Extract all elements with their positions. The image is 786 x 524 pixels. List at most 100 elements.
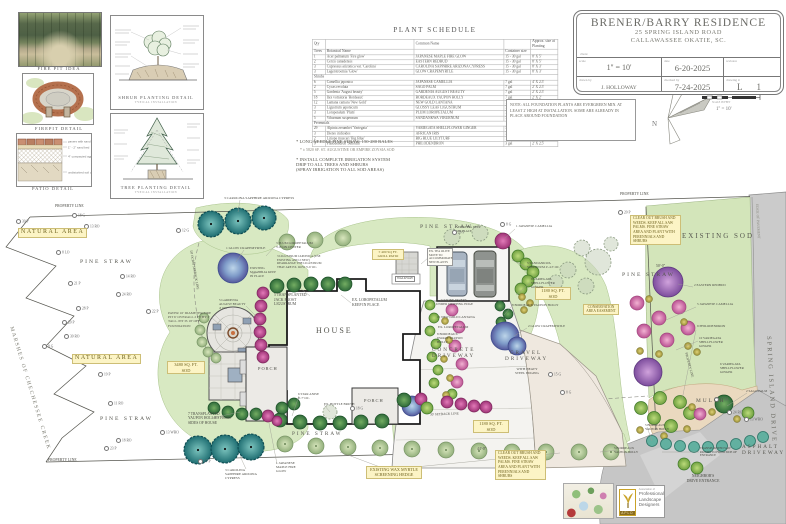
col-common: Common Name: [413, 39, 505, 50]
patio-layer-2: 1" - 2" sand bed: [68, 146, 90, 150]
cypress-label: 3 CAROLINA SAPPHIRE ARIZONA CYPRESS: [225, 468, 257, 481]
patio-table: [227, 367, 243, 383]
note-sod: * ± 5820 SF. ST. AUGUSTINE OR EMPIRE ZOY…: [300, 148, 395, 152]
japanese-maple-label: 1 JAPANESE MAPLE FIRE GLOW: [276, 461, 296, 474]
col-qty: Qty: [312, 39, 326, 50]
gravel-driveway-label: GRAVEL DRIVEWAY: [505, 350, 549, 363]
plant-schedule-title: PLANT SCHEDULE: [393, 26, 477, 34]
patio-detail-caption: PATIO DETAIL: [32, 186, 74, 191]
jack-frost-label: 5 TRANSPLANTED JACK FROST LIGUSTRUM: [274, 293, 307, 307]
fire-pit-photo: [18, 12, 102, 67]
apld-abbr: APLD: [620, 511, 635, 515]
clear-brush-note: CLEAR OUT BRUSH AND WEEDS. KEEP ALL SAW …: [630, 215, 681, 245]
patio-detail-drawing: pavers with sand swept joints 1" - 2" sa…: [17, 138, 91, 182]
ligustrum-note-label: 3 LIGUSTRUM JAPONICA (USE EXISTING AND 2…: [277, 254, 322, 270]
east-property-bed-symbols: [629, 266, 701, 440]
bordeaux-5-label: 5 BORDEAUX YAUPON HOLLY: [645, 423, 670, 431]
philodendron-label: 9 PHILODENDRON: [697, 324, 726, 328]
camellia-5-label: 5 JAPANESE CAMELLIA: [697, 302, 734, 306]
east-bed-symbols: [424, 299, 469, 400]
property-line-label: PROPERTY LINE: [55, 204, 84, 208]
ex-loropetalum-label: EX. LOROPETALUM: [438, 325, 469, 329]
tree-detail-caption: TREE PLANTING DETAIL: [120, 185, 192, 190]
shrub-detail-sub: TYPICAL INSTALLATION: [134, 101, 178, 104]
yaupon-transplant-label: 7 TRANSPLANTED YAUPON HOLLIES FROM SIDES…: [188, 412, 231, 425]
viburnum-ginger-bed-symbols: [494, 249, 540, 328]
tree-detail-sub: TYPICAL INSTALLATION: [134, 191, 178, 194]
fire-pit-note: PAVER 16' DIAMETER FIRE PIT 6' OVERALL 2…: [168, 311, 212, 328]
tree-detail-drawing: [114, 117, 200, 180]
north-label: N: [652, 120, 658, 128]
star-anise-label: 6 STAR ANISE 6'-7' OC.: [298, 392, 319, 400]
fire-pit-photo-caption: FIRE PIT IDEA: [37, 66, 81, 71]
sod-3480-label: 3480 SQ. FT. SOD: [167, 361, 205, 374]
col-container: Container size: [503, 48, 531, 55]
camellia-1-label: 1 JAPANESE CAMELLIA: [516, 224, 553, 228]
crapemyrtle-2-label: 2 GLOW CRAPEMYRTLE: [528, 324, 566, 328]
shrub-detail-drawing: [115, 25, 199, 81]
property-line-label: PROPERTY LINE: [48, 458, 77, 462]
note-pine-straw: * LONG NEEDLE PINE STRAW: 150-280 BALES: [296, 139, 393, 144]
ginger-9-label: 9 VARIEGATA SHELLFLOWER GINGER: [531, 277, 555, 289]
stone-pavers-label: 4 - 2' STONE PAVERS UNDER DRIPPING EDGE: [436, 298, 473, 306]
project-city: CALLAWASSEE OKATIE, SC.: [630, 36, 727, 44]
neighbors-entrance-label: NEIGHBOR'S DRIVE ENTRANCE: [686, 474, 720, 483]
gravel-edging-label: WITH HEAVY STEEL EDGING: [515, 367, 539, 376]
dimension-50: 50'-0": [656, 264, 666, 268]
tea-olive-note: EX. TEA OLIVE MOVE TO ACCOMMODATE NEW PL…: [427, 248, 453, 267]
sod-1180-label: 1180 SQ. FT. SOD: [473, 420, 509, 433]
pine-straw-label: PINE STRAW: [622, 272, 675, 278]
porch-label: PORCH: [364, 398, 384, 403]
asphalt-driveway-label: ASPHALT DRIVEWAY: [742, 444, 786, 457]
parking-pad: [436, 246, 510, 302]
foundation-note: NOTE: ALL FOUNDATION PLANTS ARE EVERGREE…: [506, 99, 636, 141]
apld-emblem-icon: APLD: [619, 489, 636, 516]
shrub-detail-box: [110, 15, 204, 110]
col-size: Approx. size at Planting: [530, 39, 559, 50]
sago-palm-label: 2 SAGO PALM: [746, 389, 768, 393]
patio-layer-1: pavers with sand swept joints: [68, 140, 91, 144]
gardenia-label: 5 GARDENIA AUGUST BEAUTY 4' OC.: [219, 298, 246, 310]
property-line-label: PROPERTY LINE: [620, 192, 649, 196]
porch-label: PORCH: [258, 366, 278, 371]
revision-cell: revision: [724, 58, 780, 77]
patio-layer-3: 4" compacted aggregate: [68, 155, 91, 159]
natural-area-label: NATURAL AREA: [18, 228, 88, 238]
existing-magnolia-label: EXISTING MAGNOLIA KEEP IN PLACE: [250, 266, 276, 278]
wax-myrtle-label: EXISTING WAX MYRTLE SCREENING HEDGE: [366, 466, 422, 479]
star-anise-row-symbols: [272, 412, 390, 431]
cypress-label: 3 CAROLINA SAPPHIRE ARIZONA CYPRESS: [224, 196, 295, 200]
natural-area-label: NATURAL AREA: [72, 354, 142, 364]
screening-hedge-symbols: [276, 435, 620, 461]
lantana-label: 12 NEW GOLD LANTANA: [437, 315, 476, 319]
walkway-label: WALKWAY: [395, 276, 416, 282]
apld-line: Landscape: [638, 496, 662, 502]
scale-bar: [702, 95, 761, 100]
note-irrigation: * INSTALL COMPLETE IRRIGATION SYSTEM DRI…: [296, 157, 391, 172]
dimension-44: 44'-0": [477, 447, 487, 451]
apld-line: Designers: [638, 502, 660, 508]
pine-straw-label: PINE STRAW: [100, 416, 153, 422]
loropetalum-west-symbols: [253, 286, 283, 427]
mini-plan-thumbnail: [563, 483, 614, 519]
bordeaux-dwarf-label: 8 BORDEAUX DWARF YAUPON HOLLY: [437, 332, 463, 344]
concrete-driveway-label: CONCRETE DRIVEWAY: [432, 347, 476, 360]
existing-sod-label: EXISTING SOD: [682, 232, 755, 240]
project-title: BRENER/BARRY RESIDENCE: [590, 17, 767, 29]
crapemyrtle-symbols: [217, 252, 527, 417]
apld-logo: APLD Association of Professional Landsca…: [616, 485, 665, 518]
ligustrum-row-symbols: [269, 229, 353, 294]
car-2: [473, 250, 497, 298]
project-address: 25 SPRING ISLAND ROAD: [635, 29, 722, 36]
firepit-detail-box: [22, 73, 94, 125]
